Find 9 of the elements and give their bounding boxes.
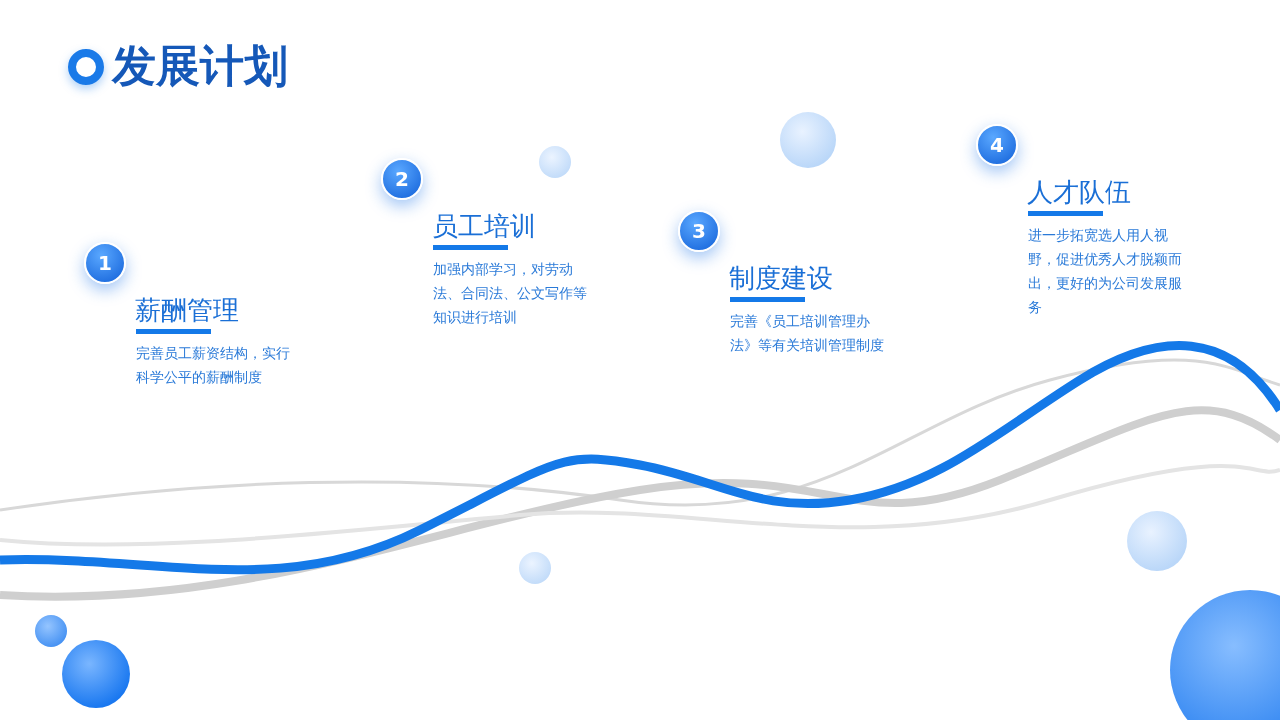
page-title: 发展计划 — [112, 39, 288, 93]
milestone-description: 进一步拓宽选人用人视野，促进优秀人才脱颖而出，更好的为公司发展服务 — [1028, 226, 1183, 317]
milestone-heading: 人才队伍 — [1027, 176, 1131, 209]
milestone-description: 完善员工薪资结构，实行科学公平的薪酬制度 — [136, 344, 291, 387]
milestone-heading: 制度建设 — [729, 262, 833, 295]
milestone-heading: 薪酬管理 — [135, 294, 239, 327]
milestone-description: 完善《员工培训管理办法》等有关培训管理制度 — [730, 312, 885, 355]
milestone-description: 加强内部学习，对劳动法、合同法、公文写作等知识进行培训 — [433, 260, 588, 327]
milestone-heading: 员工培训 — [432, 210, 536, 243]
